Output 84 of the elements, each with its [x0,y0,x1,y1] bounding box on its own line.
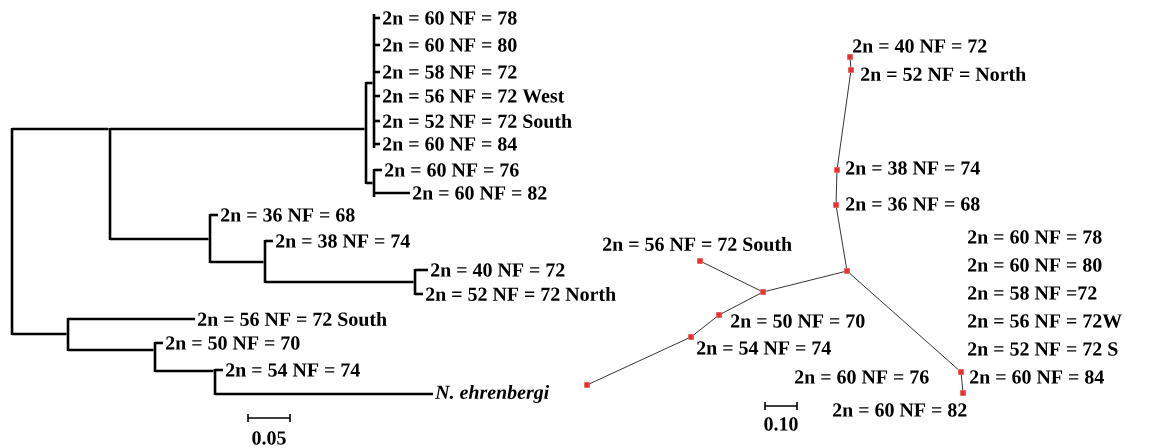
tree-branch [213,369,217,395]
tree-branch [415,292,423,296]
taxon-label: N. ehrenbergi [435,384,550,403]
network-node [760,289,766,295]
tree-branch [155,369,214,373]
taxon-label: 2n = 60 NF = 76 [385,163,519,177]
tree-branch [10,128,14,335]
taxon-label: 2n = 50 NF = 70 [166,336,300,350]
network-line [702,262,761,291]
taxon-label: 2n = 40 NF = 72 [431,263,565,277]
network-line [837,72,851,168]
taxon-label: 2n = 56 NF = 72 South [198,311,387,327]
taxon-label: 2n = 60 NF = 84 [383,137,517,151]
tree-branch [12,332,67,336]
network-line [765,271,845,292]
taxon-label: 2n = 38 NF = 74 [276,234,410,248]
node-label: 2n = 60 NF = 82 [833,403,967,417]
tree-branch [215,368,223,372]
tree-branch [208,214,212,263]
taxon-label: 2n = 60 NF = 78 [383,11,517,25]
network-line [589,337,689,385]
taxon-label: 2n = 58 NF = 72 [383,65,517,79]
tree-branch [66,318,70,351]
taxon-label: 2n = 52 NF = 72 South [383,113,572,129]
tree-branch [374,168,382,172]
tree-branch [210,213,218,217]
tree-branch [374,94,380,98]
tree-branch [372,14,376,148]
network-line [849,59,852,68]
node-label: 2n = 56 NF = 72W [968,314,1122,328]
network-line [960,374,964,391]
node-label: 2n = 54 NF = 74 [697,341,831,355]
taxon-label: 2n = 60 NF = 82 [413,186,547,200]
tree-branch [364,82,368,184]
tree-branch [265,239,273,243]
scale-label: 0.05 [252,431,286,445]
node-label: 2n = 56 NF = 72 South [603,236,792,252]
node-label: 2n = 50 NF = 70 [731,314,865,328]
tree-branch [263,240,267,283]
node-label: 2n = 60 NF = 80 [968,258,1102,272]
tree-branch [265,280,414,284]
network-line [721,293,761,314]
tree-branch [155,341,163,345]
tree-branch [415,268,428,272]
tree-branch [153,342,157,372]
node-label: 2n = 38 NF = 74 [846,161,980,175]
network-node [844,268,850,274]
tree-branch [68,317,195,321]
network-line [849,273,959,370]
tree-branch [12,127,109,131]
tree-branch [110,127,365,131]
network-line [835,172,838,203]
tree-branch [374,16,380,20]
taxon-label: 2n = 56 NF = 72 West [383,89,565,103]
network-node [584,382,590,388]
tree-branch [366,181,373,185]
node-label: 2n = 52 NF = 72 S [968,342,1118,356]
tree-branch [374,142,380,146]
tree-branch [215,392,433,396]
taxon-label: 2n = 52 NF = 72 North [426,287,616,301]
tree-branch [374,119,380,123]
taxon-label: 2n = 60 NF = 80 [383,38,517,52]
tree-branch [374,191,410,195]
tree-branch [108,128,112,240]
network-line [836,207,847,269]
tree-branch [210,260,264,264]
node-label: 2n = 60 NF = 78 [968,230,1102,244]
tree-branch [374,70,380,74]
tree-branch [110,237,209,241]
taxon-label: 2n = 36 NF = 68 [221,208,355,222]
scale-label: 0.10 [764,417,798,431]
taxon-label: 2n = 54 NF = 74 [226,363,360,377]
tree-branch [413,269,417,295]
node-label: 2n = 58 NF =72 [968,286,1097,300]
node-label: 2n = 60 NF = 84 [970,370,1104,384]
tree-branch [68,348,154,352]
network-line [693,316,717,336]
node-label: 2n = 52 NF = North [861,67,1026,81]
node-label: 2n = 40 NF = 72 [853,39,987,53]
tree-branch [366,81,373,85]
tree-branch [372,169,376,197]
node-label: 2n = 60 NF = 76 [795,370,929,384]
tree-branch [374,43,380,47]
node-label: 2n = 36 NF = 68 [846,197,980,211]
